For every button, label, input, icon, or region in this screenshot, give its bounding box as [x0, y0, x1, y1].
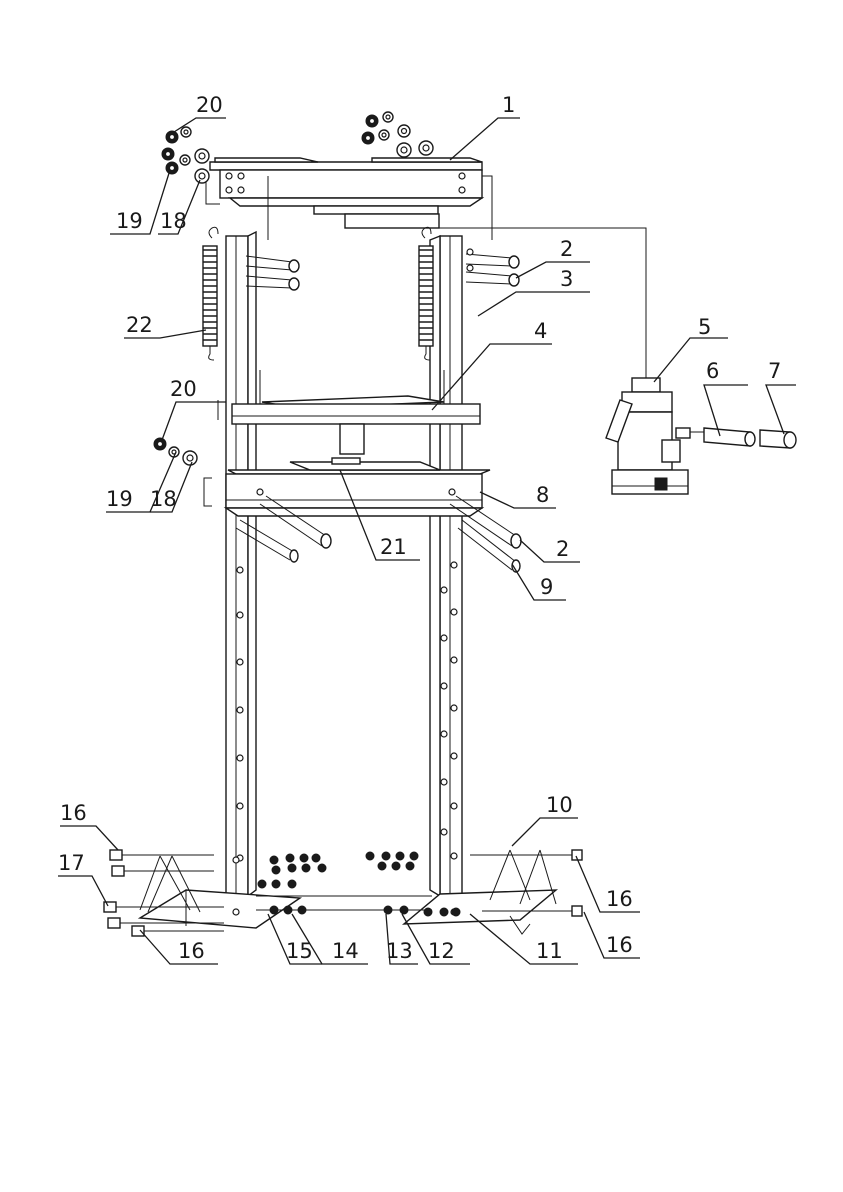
top-right-fasteners — [362, 112, 433, 157]
callout-19-upper: 19 — [116, 209, 143, 233]
callout-9: 9 — [540, 575, 553, 599]
callout-10: 10 — [546, 793, 573, 817]
callout-16-left-top: 16 — [60, 801, 87, 825]
left-spring — [203, 227, 218, 360]
callout-5: 5 — [698, 315, 711, 339]
callout-18-lower: 18 — [150, 487, 177, 511]
callout-11: 11 — [536, 939, 563, 963]
callout-2-lower: 2 — [556, 537, 569, 561]
callout-16-right-bottom: 16 — [606, 933, 633, 957]
callout-16-right-top: 16 — [606, 887, 633, 911]
callout-18-upper: 18 — [160, 209, 187, 233]
callout-20-upper: 20 — [196, 93, 223, 117]
callout-14: 14 — [332, 939, 359, 963]
jack-handle — [676, 428, 796, 448]
callout-21: 21 — [380, 535, 407, 559]
callout-17: 17 — [58, 851, 85, 875]
right-foot — [404, 850, 556, 934]
upright-holes — [237, 562, 457, 861]
right-spring — [419, 227, 433, 360]
upper-pins-right — [466, 249, 519, 286]
callout-2-upper: 2 — [560, 237, 573, 261]
left-upright — [226, 232, 256, 896]
callout-22: 22 — [126, 313, 153, 337]
middle-fasteners — [154, 438, 197, 465]
callout-6: 6 — [706, 359, 719, 383]
hydraulic-jack — [346, 228, 688, 494]
callout-1: 1 — [502, 93, 515, 117]
callout-4: 4 — [534, 319, 547, 343]
callout-3: 3 — [560, 267, 573, 291]
callout-19-lower: 19 — [106, 487, 133, 511]
callout-16-left-bottom: 16 — [178, 939, 205, 963]
callout-20-lower: 20 — [170, 377, 197, 401]
callout-15: 15 — [286, 939, 313, 963]
callout-13: 13 — [386, 939, 413, 963]
leader-lines — [58, 118, 796, 964]
callout-12: 12 — [428, 939, 455, 963]
callout-8: 8 — [536, 483, 549, 507]
callout-7: 7 — [768, 359, 781, 383]
